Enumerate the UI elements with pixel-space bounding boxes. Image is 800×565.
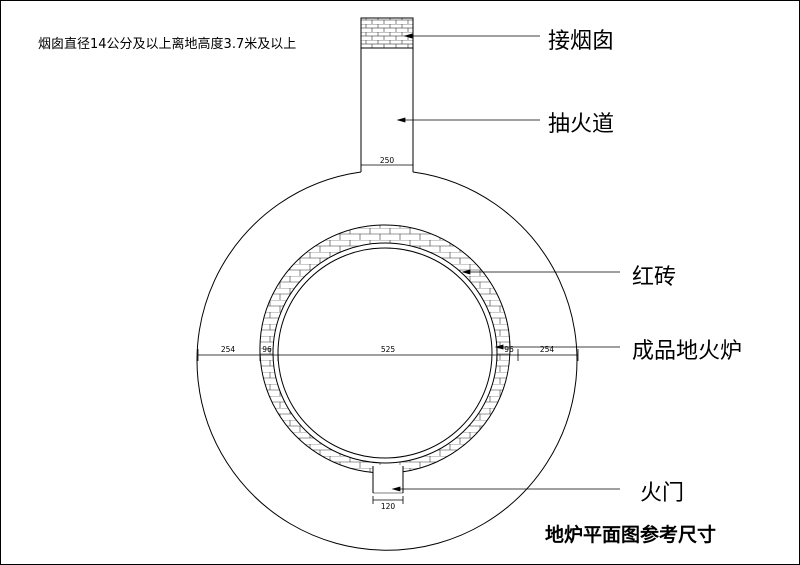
leader-stove [494, 344, 620, 350]
drawing-title: 地炉平面图参考尺寸 [545, 524, 717, 546]
leader-fire-door [391, 486, 620, 492]
chimney-height-note: 烟囱直径14公分及以上离地高度3.7米及以上 [38, 37, 297, 52]
dim-right-outer: 254 [540, 345, 555, 354]
dim-flue-width: 250 [380, 156, 395, 165]
outer-shell [196, 171, 578, 551]
dim-door-width: 120 [381, 502, 396, 511]
leader-flue [396, 117, 540, 123]
label-red-brick: 红砖 [632, 265, 677, 290]
leader-red-brick [461, 269, 620, 275]
label-flue: 抽火道 [548, 112, 615, 137]
label-fire-door: 火门 [640, 481, 685, 506]
label-stove: 成品地火炉 [632, 339, 743, 364]
dim-right-brick: 96 [504, 345, 514, 354]
dim-left-outer: 254 [221, 345, 236, 354]
chimney-connector [360, 17, 414, 49]
dim-left-brick: 96 [262, 345, 272, 354]
leader-chimney [403, 33, 540, 39]
label-chimney: 接烟囱 [548, 29, 615, 54]
dim-inner-diameter: 525 [381, 345, 396, 354]
